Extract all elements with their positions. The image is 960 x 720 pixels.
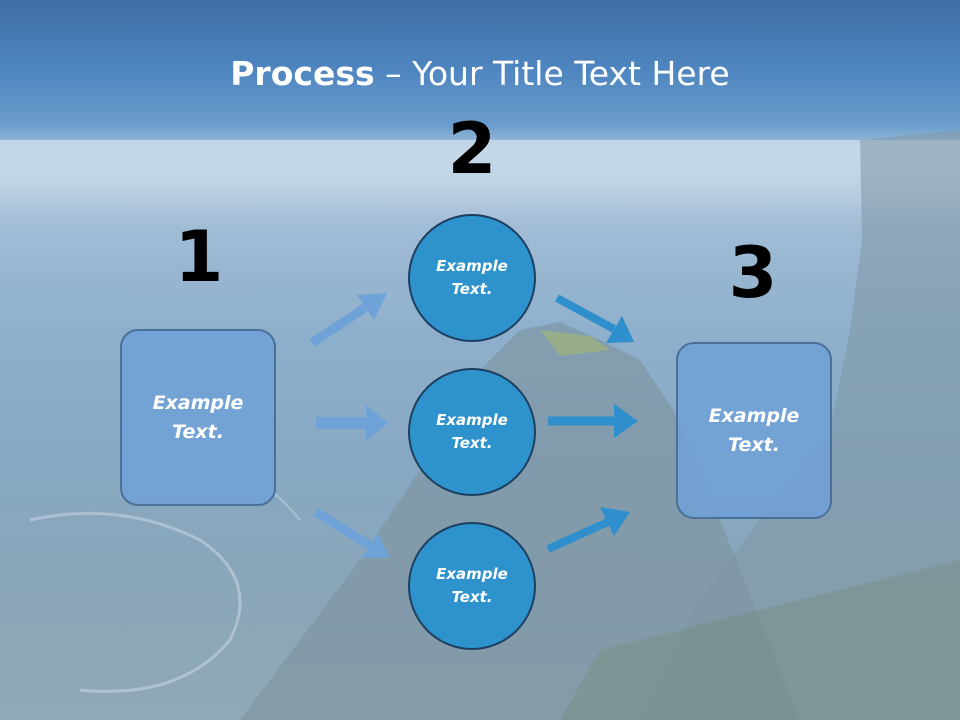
- step-number-3: 3: [728, 232, 778, 314]
- middle-circle-label: Example Text.: [436, 411, 508, 452]
- arrow-bottom-to-right: [546, 507, 630, 553]
- top-circle[interactable]: Example Text.: [408, 214, 536, 342]
- arrow-top-to-right: [555, 294, 634, 343]
- top-circle-label: Example Text.: [436, 257, 508, 298]
- arrow-left-to-middle: [316, 405, 388, 441]
- arrow-left-to-top: [309, 293, 387, 347]
- slide-title: Process – Your Title Text Here: [0, 54, 960, 94]
- step-number-2: 2: [447, 108, 497, 190]
- title-rest: – Your Title Text Here: [374, 54, 730, 93]
- bottom-circle[interactable]: Example Text.: [408, 522, 536, 650]
- title-bold: Process: [230, 54, 375, 93]
- arrow-left-to-bottom: [313, 508, 390, 558]
- arrow-middle-to-right: [548, 404, 638, 438]
- right-box-label: Example Text.: [708, 404, 800, 456]
- step-number-1: 1: [174, 216, 224, 298]
- bottom-circle-label: Example Text.: [436, 565, 508, 606]
- horizon-glow: [0, 140, 960, 220]
- left-step-box[interactable]: Example Text.: [120, 329, 276, 506]
- left-box-label: Example Text.: [152, 391, 244, 443]
- middle-circle[interactable]: Example Text.: [408, 368, 536, 496]
- right-step-box[interactable]: Example Text.: [676, 342, 832, 519]
